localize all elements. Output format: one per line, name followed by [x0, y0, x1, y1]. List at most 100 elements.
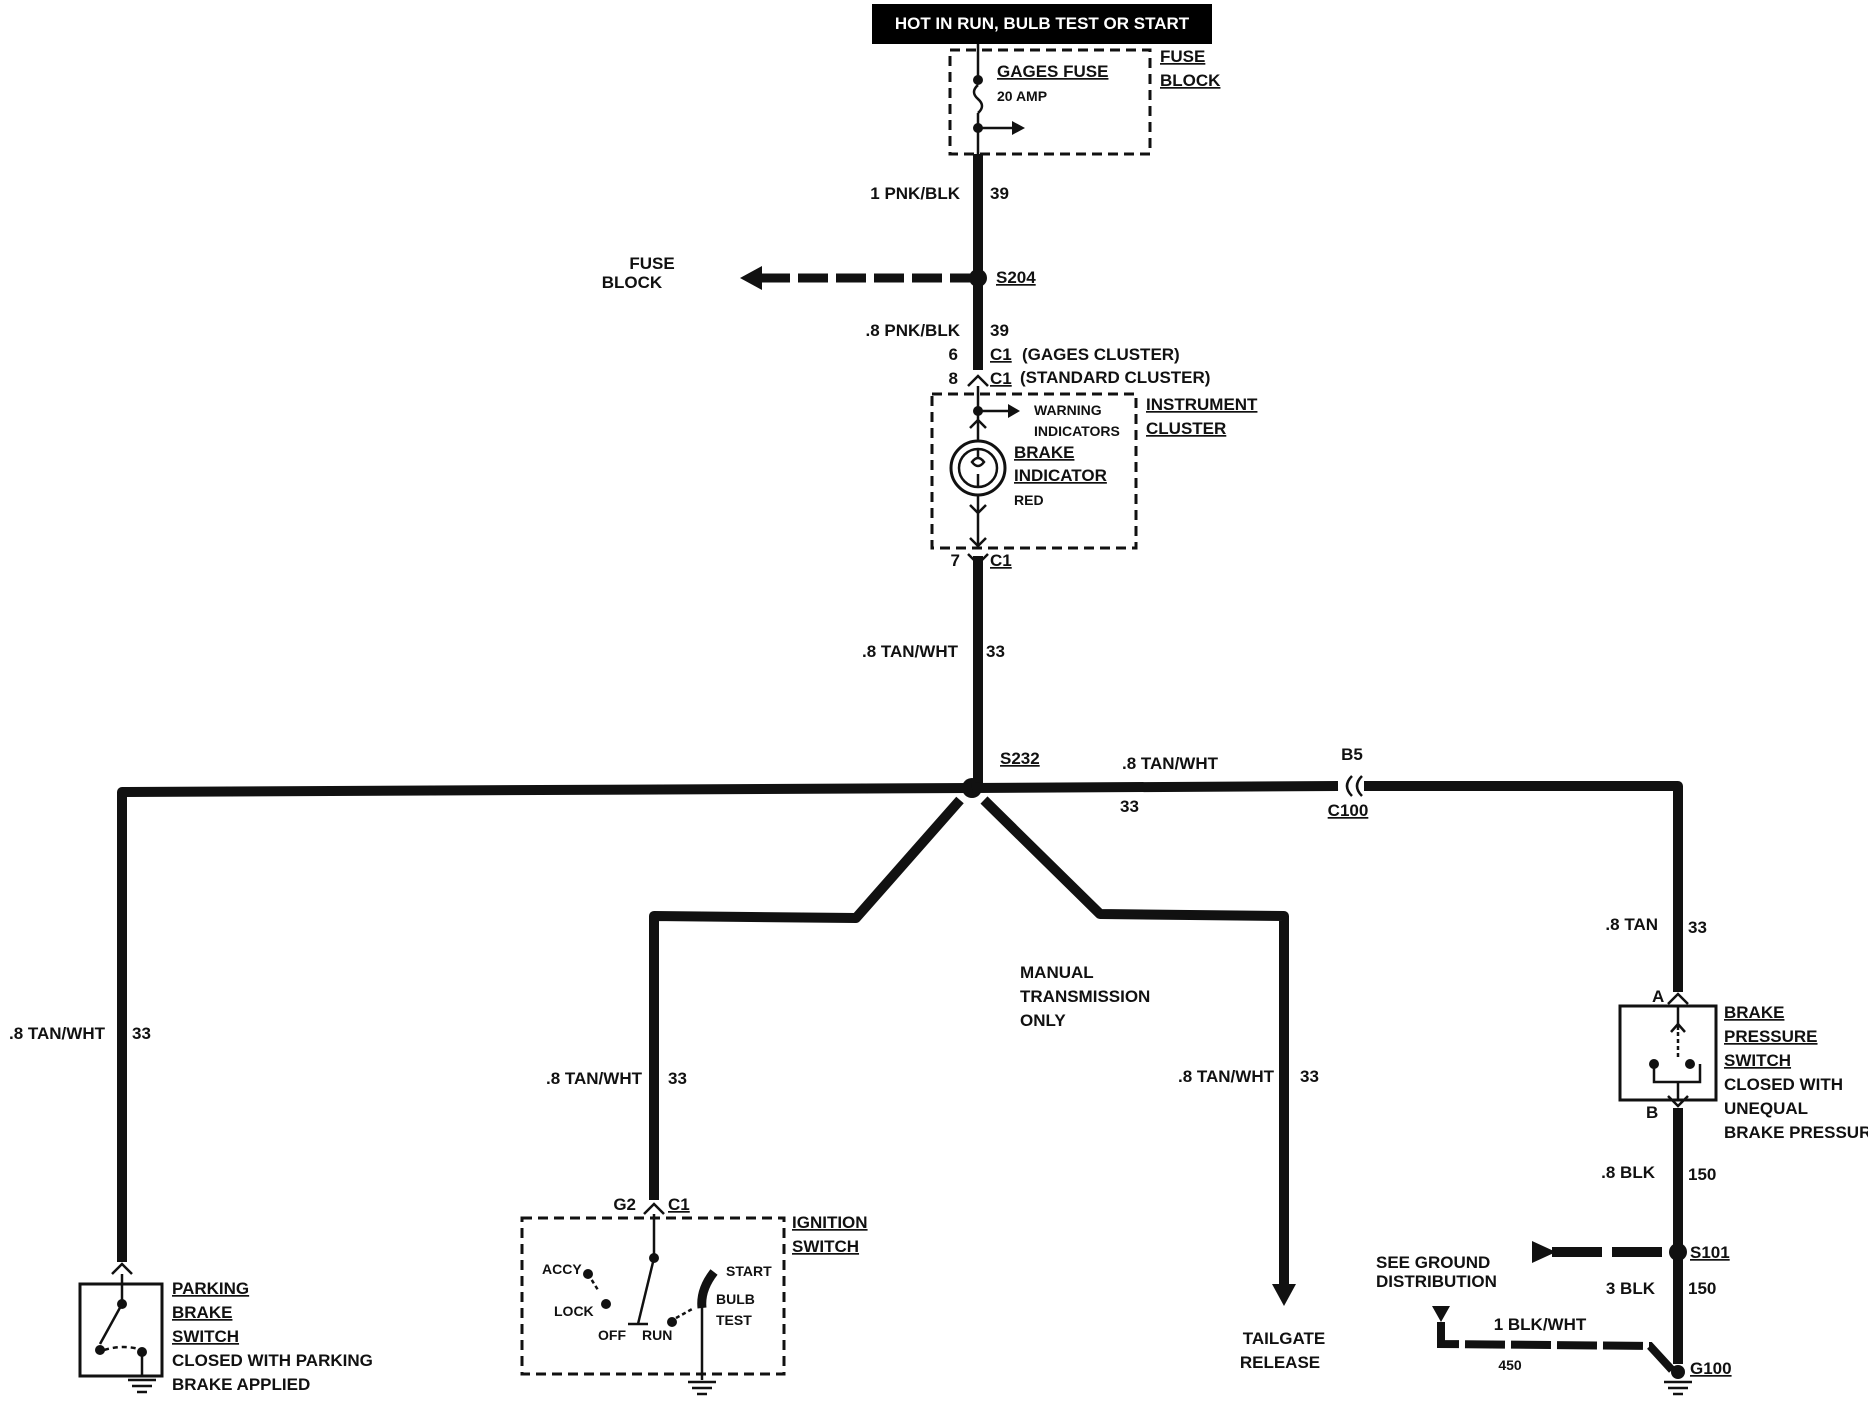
c100-pin: B5 — [1341, 745, 1363, 764]
c1-connector-icon — [967, 374, 989, 387]
splice-s232-label: S232 — [1000, 749, 1040, 768]
bulb-filament-icon — [970, 449, 986, 487]
ign-wire-gauge: .8 TAN/WHT — [546, 1069, 643, 1088]
warning-indicators-label-2: INDICATORS — [1034, 423, 1120, 439]
ign-rotor-blade — [636, 1257, 656, 1325]
ign-start-bulb-contact — [697, 1269, 718, 1309]
g100-ground-icon — [1664, 1380, 1692, 1396]
c1-pin-standard: 8 — [949, 369, 958, 388]
right-wire-gauge: .8 TAN/WHT — [1122, 754, 1219, 773]
wire-1-gauge: 1 PNK/BLK — [870, 184, 960, 203]
c100-connector-icon — [1345, 775, 1363, 797]
ground-g100-node — [1671, 1365, 1685, 1379]
blk3-wire-gauge: 3 BLK — [1606, 1279, 1656, 1298]
bps-title-3: SWITCH — [1724, 1051, 1791, 1070]
fuse-rating: 20 AMP — [997, 88, 1047, 104]
gnd-wire-gauge: 1 BLK/WHT — [1494, 1315, 1587, 1334]
parking-switch-ground-icon — [128, 1378, 156, 1394]
parking-switch-connector-icon — [111, 1262, 133, 1275]
c1-out-pin: 7 — [951, 551, 960, 570]
parking-switch-title-3: SWITCH — [172, 1327, 239, 1346]
bps-title-1: BRAKE — [1724, 1003, 1784, 1022]
ground-lead-arrow-icon — [1432, 1306, 1450, 1322]
tailgate-label-2: RELEASE — [1240, 1353, 1320, 1372]
bps-desc-2: UNEQUAL — [1724, 1099, 1808, 1118]
ign-pos-off: OFF — [598, 1327, 626, 1343]
parking-switch-blade — [98, 1303, 124, 1345]
instrument-cluster-title-1: INSTRUMENT — [1146, 395, 1258, 414]
fuse-branch-arrow-icon — [1012, 121, 1025, 135]
bps-contact-right — [1685, 1059, 1695, 1069]
splice-s101-label: S101 — [1690, 1243, 1730, 1262]
fuse-block-arrow-icon — [740, 266, 762, 290]
ignition-switch-title-2: SWITCH — [792, 1237, 859, 1256]
parking-switch-title-2: BRAKE — [172, 1303, 232, 1322]
parking-switch-contact-left — [95, 1345, 105, 1355]
bps-title-2: PRESSURE — [1724, 1027, 1818, 1046]
ignition-switch-title-1: IGNITION — [792, 1213, 868, 1232]
fuse-block-label-2: BLOCK — [1160, 71, 1221, 90]
fuse-block-label-1: FUSE — [1160, 47, 1205, 66]
bps-pin-b: B — [1646, 1103, 1658, 1122]
cluster-inner-connector-icon — [969, 418, 987, 429]
wire-1-circuit: 39 — [990, 184, 1009, 203]
c1-gages-desc: (GAGES CLUSTER) — [1022, 345, 1180, 364]
manual-note-3: ONLY — [1020, 1011, 1066, 1030]
ground-ref-label-1: SEE GROUND — [1376, 1253, 1490, 1272]
ign-pos-test: TEST — [716, 1312, 752, 1328]
tail-wire-circuit: 33 — [1300, 1067, 1319, 1086]
s204-dest-label-2: BLOCK — [602, 273, 663, 292]
c1-pin-gages: 6 — [949, 345, 958, 364]
ign-ground-icon — [688, 1380, 716, 1396]
wire-s232-to-ignition — [649, 796, 964, 1200]
wire-blk-wht-450 — [1437, 1322, 1675, 1373]
power-source-box — [872, 4, 1212, 44]
warning-indicators-label-1: WARNING — [1034, 402, 1102, 418]
ign-pos-accy: ACCY — [542, 1261, 582, 1277]
bps-pin-a: A — [1652, 987, 1664, 1006]
c1-name-gages: C1 — [990, 345, 1012, 364]
c1-standard-desc: (STANDARD CLUSTER) — [1020, 368, 1210, 387]
ign-conn: C1 — [668, 1195, 690, 1214]
ign-lock-contact — [601, 1299, 611, 1309]
manual-note-1: MANUAL — [1020, 963, 1094, 982]
instrument-cluster-title-2: CLUSTER — [1146, 419, 1226, 438]
instrument-cluster-outline — [930, 392, 1138, 550]
ign-wire-circuit: 33 — [668, 1069, 687, 1088]
c1-out-name: C1 — [990, 551, 1012, 570]
wire-c100-to-brake-pressure-switch — [1364, 781, 1683, 992]
warning-arrow-icon — [1008, 404, 1020, 418]
bps-desc-3: BRAKE PRESSURE — [1724, 1123, 1868, 1142]
wire-3-gauge: .8 TAN/WHT — [862, 642, 959, 661]
c1-name-standard: C1 — [990, 369, 1012, 388]
brake-indicator-label-2: INDICATOR — [1014, 466, 1107, 485]
fuse-block-outline — [948, 48, 1152, 156]
bps-desc-1: CLOSED WITH — [1724, 1075, 1843, 1094]
cluster-exit-arrow-icon — [969, 537, 987, 548]
ign-pos-lock: LOCK — [554, 1303, 594, 1319]
brake-pressure-switch-outline — [1618, 1004, 1718, 1102]
blk-wire-circuit: 150 — [1688, 1165, 1716, 1184]
splice-s204-label: S204 — [996, 268, 1036, 287]
parking-switch-arc — [103, 1345, 143, 1352]
right-wire-circuit: 33 — [1120, 797, 1139, 816]
manual-note-2: TRANSMISSION — [1020, 987, 1150, 1006]
bps-connector-a-icon — [1667, 992, 1689, 1005]
parking-switch-desc-2: BRAKE APPLIED — [172, 1375, 310, 1394]
ground-ref-label-2: DISTRIBUTION — [1376, 1272, 1497, 1291]
ground-distribution-arrow-icon — [1532, 1241, 1556, 1263]
ign-connector-icon — [643, 1202, 665, 1215]
blk3-wire-circuit: 150 — [1688, 1279, 1716, 1298]
ign-pos-start: START — [726, 1263, 772, 1279]
wire-s232-to-c100 — [971, 781, 1339, 793]
ign-pos-run: RUN — [642, 1327, 672, 1343]
parking-switch-title-1: PARKING — [172, 1279, 249, 1298]
ground-g100-label: G100 — [1690, 1359, 1732, 1378]
tailgate-arrow-icon — [1272, 1284, 1296, 1306]
left-wire-circuit: 33 — [132, 1024, 151, 1043]
c100-name: C100 — [1328, 801, 1369, 820]
fuse-element-icon — [972, 84, 984, 114]
power-source-label: HOT IN RUN, BULB TEST OR START — [895, 14, 1190, 33]
